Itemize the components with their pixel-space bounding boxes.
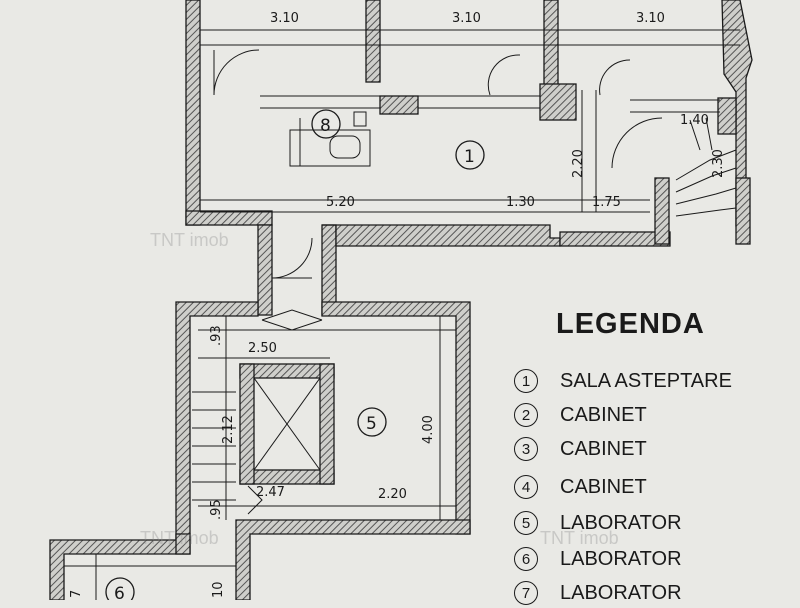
legend-item: 2 CABINET [514, 400, 647, 430]
upper-walls [185, 0, 753, 316]
dim-lower-left: 7 [69, 590, 84, 598]
lower-thin-lines [64, 309, 456, 600]
legend-label: CABINET [560, 437, 647, 460]
legend-label: LABORATOR [560, 547, 682, 570]
dim-room1-height: 2.20 [571, 149, 586, 178]
legend-number: 6 [514, 547, 538, 571]
legend-label: LABORATOR [560, 511, 682, 534]
dimension-labels: 3.10 3.10 3.10 1.40 2.30 2.20 5.20 1.30 … [69, 11, 726, 598]
legend-title: LEGENDA [556, 308, 705, 340]
legend-item: 7 LABORATOR [514, 578, 682, 608]
legend-label: SALA ASTEPTARE [560, 369, 732, 392]
legend-label: LABORATOR [560, 581, 682, 604]
dim-top-middle: 3.10 [452, 11, 481, 26]
dim-room5-bottom: 2.20 [378, 487, 407, 502]
room-8-label: 8 [320, 116, 331, 136]
room-5-label: 5 [366, 414, 377, 434]
legend-item: 1 SALA ASTEPTARE [514, 366, 732, 396]
upper-thin-lines [200, 29, 740, 279]
legend-label: CABINET [560, 475, 647, 498]
lower-walls [49, 301, 471, 600]
legend-number: 3 [514, 437, 538, 461]
room-markers: 1 5 8 6 [105, 109, 485, 600]
legend-item: 6 LABORATOR [514, 544, 682, 574]
dim-stair-side: 2.30 [711, 149, 726, 178]
legend-number: 1 [514, 369, 538, 393]
dim-stair-top: 1.40 [680, 113, 709, 128]
legend-item: 4 CABINET [514, 472, 647, 502]
dim-room5-height: 4.00 [421, 415, 436, 444]
dim-lower-small: 10 [211, 581, 226, 598]
watermark-bottom-right: TNT imob [540, 528, 619, 548]
dim-stair2-mid: 2.47 [256, 485, 285, 500]
dim-top-right: 3.10 [636, 11, 665, 26]
dim-room5-small: .93 [209, 325, 224, 346]
dim-stair2-bottom: .95 [209, 499, 224, 520]
dim-top-left: 3.10 [270, 11, 299, 26]
room-6-label: 6 [114, 584, 125, 600]
dim-bottom-c: 1.75 [592, 195, 621, 210]
legend-number: 2 [514, 403, 538, 427]
legend-item: 3 CABINET [514, 434, 647, 464]
dim-stair2-top: 2.12 [221, 415, 236, 444]
legend-number: 5 [514, 511, 538, 535]
room-1-label: 1 [464, 147, 475, 167]
legend: LEGENDA 1 SALA ASTEPTARE 2 CABINET 3 CAB… [508, 300, 798, 605]
dim-bottom-b: 1.30 [506, 195, 535, 210]
dim-room5-width: 2.50 [248, 341, 277, 356]
dim-bottom-a: 5.20 [326, 195, 355, 210]
watermark-top: TNT imob [150, 230, 229, 250]
legend-number: 4 [514, 475, 538, 499]
watermark-bottom-left: TNT imob [140, 528, 219, 548]
legend-item: 5 LABORATOR [514, 508, 682, 538]
legend-number: 7 [514, 581, 538, 605]
legend-label: CABINET [560, 403, 647, 426]
